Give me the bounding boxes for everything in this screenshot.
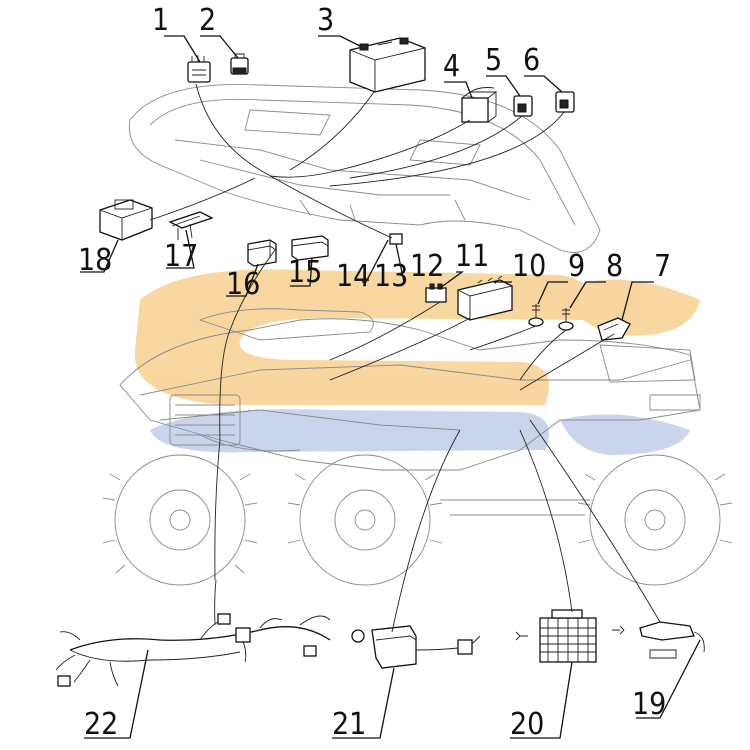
part-17-flasher [168,211,214,240]
atv-outline [102,308,733,586]
callout-7: 7 [654,249,671,284]
callout-10: 10 [512,249,546,284]
part-20-voltage-regulator [515,609,625,663]
part-4-relay-box [461,87,498,123]
callout-9: 9 [568,249,585,284]
callout-1: 1 [152,3,169,38]
callout-13: 13 [374,259,408,294]
callout-4: 4 [443,49,460,84]
part-5-sensor [513,95,533,117]
callout-18: 18 [78,243,112,278]
part-21-ignition-coil [351,625,481,669]
callout-6: 6 [523,43,540,78]
part-16-relay [247,239,277,267]
part-15-relay [291,235,329,261]
callout-17: 17 [164,239,198,274]
callout-19: 19 [632,687,666,722]
part-1-relay [187,55,211,83]
callout-3: 3 [317,3,334,38]
part-12-connector [425,283,447,303]
part-3-battery [349,37,426,93]
callout-14: 14 [336,259,370,294]
callout-15: 15 [288,255,322,290]
part-22-wiring-harness [55,249,331,687]
callout-12: 12 [410,249,444,284]
part-10-cdi-unit [457,275,513,321]
callout-16: 16 [226,267,260,302]
callout-22: 22 [84,707,118,742]
callout-2: 2 [199,3,216,38]
callout-20: 20 [510,707,544,742]
callout-labels: 1 2 3 4 5 6 7 8 9 10 11 12 13 14 15 16 1… [78,3,671,742]
callout-8: 8 [606,249,623,284]
leader-lines [80,35,701,739]
fender-body [128,84,601,253]
part-2-connector [230,53,249,75]
part-18-relay-block [99,199,153,241]
part-6-sensor [555,91,575,113]
part-13-clip [389,233,403,245]
part-7-switch [597,317,631,341]
callout-5: 5 [485,43,502,78]
part-19-sensor-lead [639,621,705,659]
callout-21: 21 [332,707,366,742]
callout-11: 11 [455,239,489,274]
